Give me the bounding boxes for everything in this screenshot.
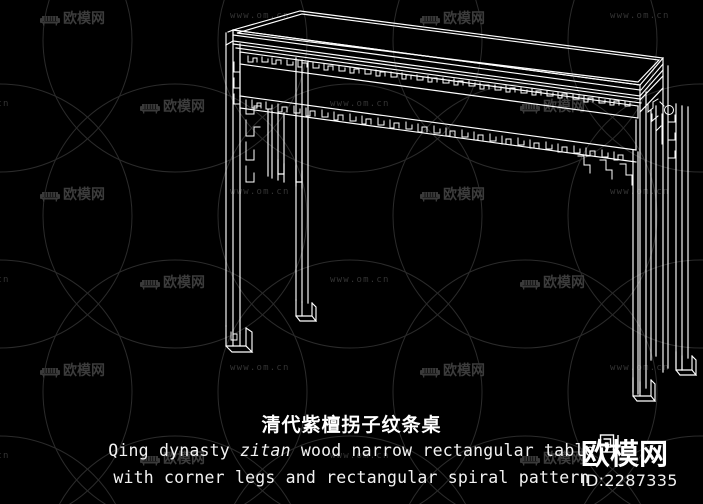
watermark-url-text: www.om.cn	[330, 451, 390, 461]
watermark-url: www.om.cn	[0, 276, 10, 285]
watermark-brand: 欧模网	[40, 188, 105, 202]
caption-line1-pre: Qing dynasty	[108, 441, 241, 460]
watermark-brand-text: 欧模网	[543, 99, 585, 115]
watermark-brand-text: 欧模网	[163, 99, 205, 115]
watermark-brand-text: 欧模网	[63, 11, 105, 27]
watermark-url-text: www.om.cn	[610, 187, 670, 197]
watermark-brand: 欧模网	[40, 364, 105, 378]
watermark-url-text: www.om.cn	[330, 275, 390, 285]
watermark-url: www.om.cn	[610, 188, 670, 197]
watermark-url: www.om.cn	[610, 12, 670, 21]
watermark-url-text: www.om.cn	[0, 275, 10, 285]
watermark-brand-text: 欧模网	[443, 363, 485, 379]
watermark-brand: 欧模网	[420, 188, 485, 202]
watermark-url: www.om.cn	[230, 364, 290, 373]
watermark-url: www.om.cn	[610, 364, 670, 373]
watermark-brand: 欧模网	[420, 12, 485, 26]
caption-line1-italic: zitan	[240, 441, 291, 460]
watermark-url: www.om.cn	[230, 12, 290, 21]
caption-line1-post: wood narrow rectangular table	[290, 441, 595, 460]
watermark-url-text: www.om.cn	[610, 11, 670, 21]
watermark-brand: 欧模网	[140, 100, 205, 114]
watermark-brand: 欧模网	[520, 276, 585, 290]
watermark-url: www.om.cn	[0, 100, 10, 109]
watermark-url: www.om.cn	[0, 452, 10, 461]
watermark-brand-text: 欧模网	[543, 451, 585, 467]
watermark-brand: 欧模网	[520, 100, 585, 114]
brand-logo[interactable]: 欧模网 ID:2287335	[581, 434, 697, 490]
watermark-brand-text: 欧模网	[543, 275, 585, 291]
watermark-brand-text: 欧模网	[163, 451, 205, 467]
watermark-url: www.om.cn	[230, 188, 290, 197]
watermark-brand-text: 欧模网	[163, 275, 205, 291]
watermark-url-text: www.om.cn	[230, 363, 290, 373]
watermark-url: www.om.cn	[330, 276, 390, 285]
watermark-url-text: www.om.cn	[230, 187, 290, 197]
watermark-brand: 欧模网	[520, 452, 585, 466]
watermark-brand-text: 欧模网	[63, 363, 105, 379]
watermark-brand-text: 欧模网	[443, 11, 485, 27]
watermark-brand: 欧模网	[140, 276, 205, 290]
watermark-brand-text: 欧模网	[63, 187, 105, 203]
watermark-url-text: www.om.cn	[0, 451, 10, 461]
model-id-label: ID:2287335	[581, 471, 678, 490]
watermark-brand-text: 欧模网	[443, 187, 485, 203]
watermark-url: www.om.cn	[330, 100, 390, 109]
caption-title-cn: 清代紫檀拐子纹条桌	[261, 414, 442, 436]
watermark-url-text: www.om.cn	[330, 99, 390, 109]
watermark-url: www.om.cn	[330, 452, 390, 461]
om-seal-mark-icon	[599, 433, 625, 455]
watermark-url-text: www.om.cn	[610, 363, 670, 373]
brand-logo-text: 欧模网	[581, 437, 669, 471]
watermark-brand: 欧模网	[140, 452, 205, 466]
watermark-url-text: www.om.cn	[0, 99, 10, 109]
watermark-brand: 欧模网	[40, 12, 105, 26]
watermark-brand: 欧模网	[420, 364, 485, 378]
watermark-url-text: www.om.cn	[230, 11, 290, 21]
